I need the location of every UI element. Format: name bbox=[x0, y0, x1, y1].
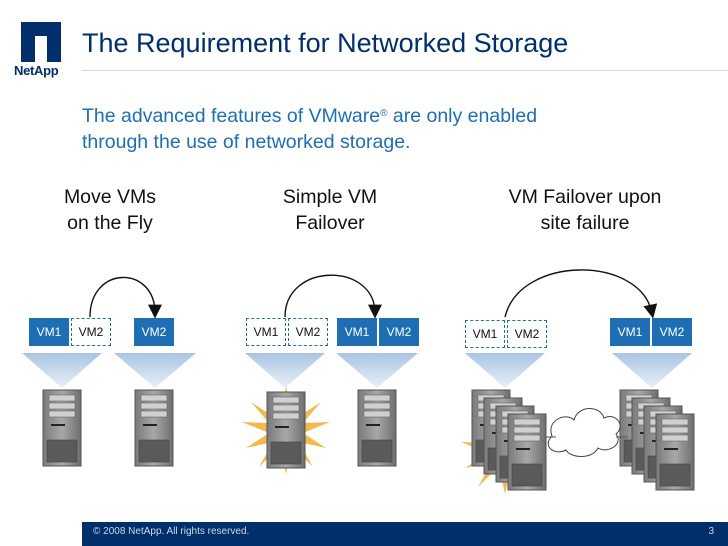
subtitle-line2: through the use of networked storage. bbox=[82, 131, 411, 153]
failover-arrow bbox=[284, 274, 382, 319]
registered-mark: ® bbox=[380, 108, 388, 119]
site-failover-arrow bbox=[504, 269, 658, 319]
failed-server-icon bbox=[266, 391, 306, 469]
scenario-move-vms-title: Move VMs on the Fly bbox=[40, 184, 180, 236]
storage-funnel bbox=[22, 353, 102, 388]
vm2-box-failed: VM2 bbox=[507, 320, 547, 348]
vm2-box-failed: VM2 bbox=[288, 318, 328, 346]
failed-server-icon bbox=[507, 413, 547, 491]
page-number: 3 bbox=[708, 526, 714, 537]
scenario-title-line2: on the Fly bbox=[67, 212, 153, 234]
server-icon bbox=[134, 389, 174, 467]
storage-funnel bbox=[245, 353, 325, 388]
scenario-simple-failover-title: Simple VM Failover bbox=[260, 184, 400, 236]
vm2-box: VM2 bbox=[379, 318, 419, 346]
copyright-text: © 2008 NetApp. All rights reserved. bbox=[93, 526, 250, 537]
migration-arrow bbox=[89, 276, 162, 319]
storage-funnel bbox=[465, 353, 545, 388]
netapp-logo: NetApp bbox=[14, 22, 74, 78]
scenario-title-line1: Move VMs bbox=[63, 186, 157, 208]
storage-funnel bbox=[114, 353, 196, 388]
footer-bar bbox=[82, 522, 728, 546]
server-icon bbox=[655, 413, 695, 491]
logo-wordmark: NetApp bbox=[14, 63, 59, 78]
vm2-box: VM2 bbox=[134, 318, 174, 346]
vm1-box-failed: VM1 bbox=[465, 320, 505, 348]
network-cloud-icon bbox=[547, 408, 621, 457]
storage-funnel bbox=[336, 353, 418, 388]
server-icon bbox=[357, 389, 397, 467]
subtitle: The advanced features of VMware® are onl… bbox=[82, 103, 682, 155]
scenario-title-line2: site failure bbox=[540, 212, 630, 234]
title-divider bbox=[82, 70, 728, 71]
vm1-box-failed: VM1 bbox=[246, 318, 286, 346]
vm1-box: VM1 bbox=[29, 318, 69, 346]
subtitle-line1: The advanced features of VMware bbox=[82, 105, 381, 127]
scenario-title-line1: Simple VM bbox=[282, 186, 378, 208]
netapp-n-icon bbox=[21, 22, 61, 62]
subtitle-line1-end: are only enabled bbox=[387, 105, 538, 127]
vm2-box: VM2 bbox=[652, 318, 692, 346]
vm1-box: VM1 bbox=[610, 318, 650, 346]
server-icon bbox=[42, 389, 82, 467]
vm1-box: VM1 bbox=[337, 318, 377, 346]
scenario-title-line1: VM Failover upon bbox=[508, 186, 662, 208]
scenario-site-failover-title: VM Failover upon site failure bbox=[470, 184, 700, 236]
storage-funnel bbox=[612, 353, 692, 388]
page-title: The Requirement for Networked Storage bbox=[82, 28, 569, 58]
scenario-title-line2: Failover bbox=[295, 212, 365, 234]
vm2-box-moving: VM2 bbox=[71, 318, 111, 346]
